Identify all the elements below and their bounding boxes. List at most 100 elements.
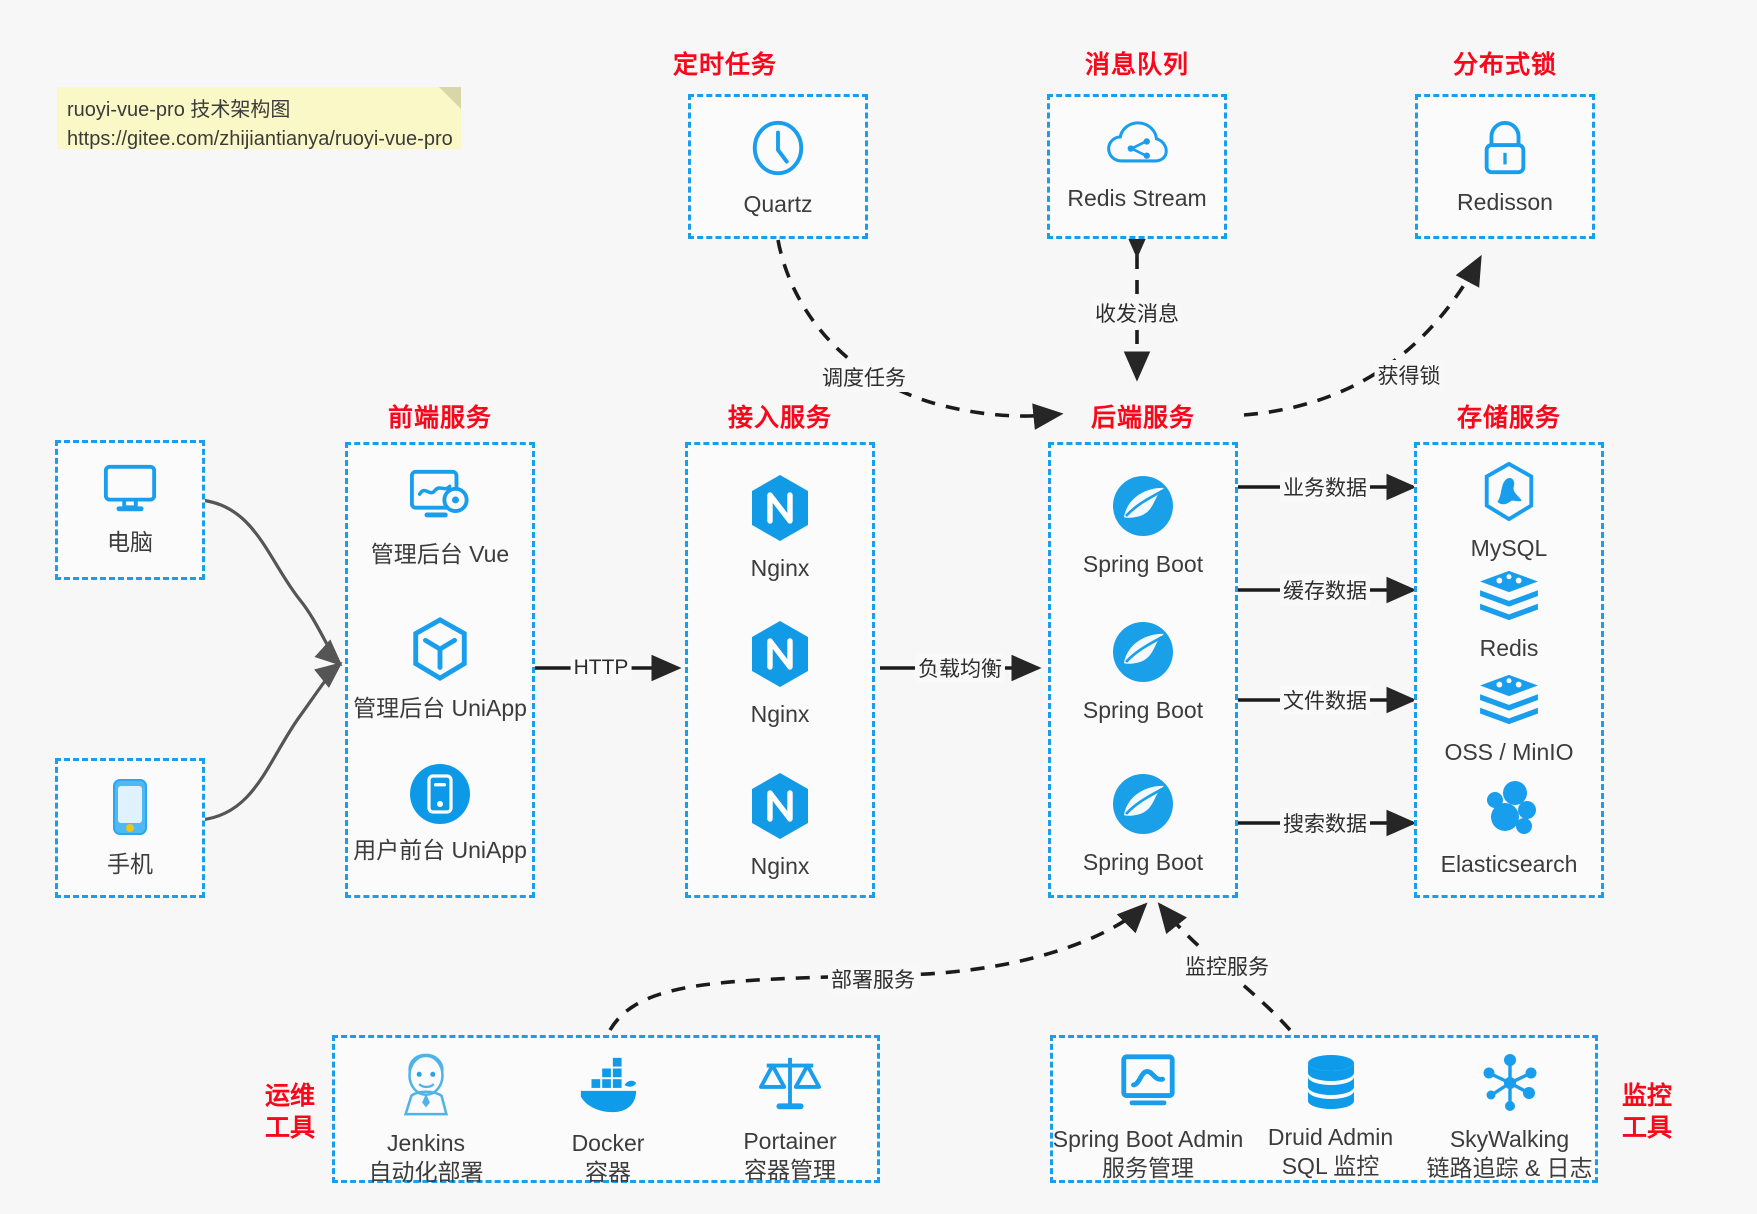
group-box-monitoring: Spring Boot Admin 服务管理 Druid Admin SQL 监… [1050, 1035, 1598, 1183]
node-jenkins[interactable]: Jenkins 自动化部署 [335, 1052, 517, 1187]
group-title-devops: 运维 工具 [255, 1080, 325, 1144]
node-mobile[interactable]: 手机 [58, 777, 202, 879]
node-nginx-2[interactable]: Nginx [688, 619, 872, 729]
node-elasticsearch[interactable]: Elasticsearch [1417, 779, 1601, 879]
node-portainer[interactable]: Portainer 容器管理 [699, 1052, 881, 1185]
node-sublabel: 容器 [585, 1158, 631, 1185]
edge-label-acquire-lock: 获得锁 [1374, 360, 1444, 390]
group-title-gateway: 接入服务 [727, 404, 832, 432]
skywalking-icon [1479, 1052, 1541, 1119]
lock-icon [1477, 119, 1533, 182]
spring-boot-icon [1110, 473, 1176, 544]
monitor-chart-icon [1116, 1052, 1180, 1119]
monitoring-title-line-1: 监控 [1621, 1082, 1672, 1110]
node-skywalking[interactable]: SkyWalking 链路追踪 & 日志 [1418, 1052, 1601, 1183]
elasticsearch-icon [1478, 779, 1540, 844]
node-mysql[interactable]: MySQL [1417, 461, 1601, 563]
note-folded-corner [439, 87, 461, 109]
sticky-note: ruoyi-vue-pro 技术架构图 https://gitee.com/zh… [57, 87, 461, 150]
node-label: Nginx [750, 853, 810, 879]
group-box-scheduler: Quartz [688, 94, 868, 239]
note-line-2: https://gitee.com/zhijiantianya/ruoyi-vu… [67, 128, 453, 150]
node-label: Spring Boot [1082, 697, 1204, 723]
group-box-backend: Spring Boot Spring Boot Spring Boot [1048, 442, 1238, 898]
node-label: 管理后台 UniApp [353, 695, 527, 721]
node-label: OSS / MinIO [1444, 739, 1574, 765]
edge-label-deploy-service: 部署服务 [828, 964, 918, 994]
group-title-backend: 后端服务 [1090, 404, 1195, 432]
edge-mobile-to-frontend [199, 661, 343, 822]
group-title-scheduler: 定时任务 [672, 51, 777, 79]
node-label: 用户前台 UniApp [353, 837, 527, 863]
node-user-uniapp[interactable]: 用户前台 UniApp [348, 763, 532, 865]
spring-boot-icon [1110, 771, 1176, 842]
node-spring-boot-admin[interactable]: Spring Boot Admin 服务管理 [1053, 1052, 1243, 1183]
node-sublabel: 链路追踪 & 日志 [1426, 1154, 1593, 1181]
node-sublabel: 服务管理 [1102, 1154, 1194, 1181]
group-box-mq: Redis Stream [1047, 94, 1227, 239]
edge-label-load-balance: 负载均衡 [915, 653, 1005, 683]
node-redisson[interactable]: Redisson [1418, 119, 1592, 217]
node-label: Quartz [743, 191, 813, 217]
group-box-frontend: 管理后台 Vue 管理后台 UniApp 用户前台 UniApp [345, 442, 535, 898]
edge-label-search-data: 搜索数据 [1280, 808, 1370, 838]
node-label: Elasticsearch [1440, 851, 1578, 877]
group-title-monitoring: 监控 工具 [1612, 1080, 1682, 1144]
group-title-lock: 分布式锁 [1452, 51, 1557, 79]
node-redis-stream[interactable]: Redis Stream [1050, 117, 1224, 213]
redis-icon [1478, 569, 1540, 628]
node-admin-vue[interactable]: 管理后台 Vue [348, 467, 532, 569]
edge-label-monitor-service: 监控服务 [1182, 951, 1272, 981]
group-box-client-pc: 电脑 [55, 440, 205, 580]
node-label: Nginx [750, 555, 810, 581]
node-spring-boot-2[interactable]: Spring Boot [1051, 619, 1235, 725]
node-spring-boot-3[interactable]: Spring Boot [1051, 771, 1235, 877]
group-box-devops: Jenkins 自动化部署 Docker 容器 [332, 1035, 881, 1185]
node-quartz[interactable]: Quartz [691, 117, 865, 219]
monitoring-title-line-2: 工具 [1621, 1114, 1672, 1142]
devops-title-line-2: 工具 [264, 1114, 315, 1142]
node-sublabel: 自动化部署 [368, 1158, 484, 1185]
node-label: Spring Boot [1082, 551, 1204, 577]
nginx-icon [748, 619, 812, 694]
edge-label-biz-data: 业务数据 [1280, 472, 1370, 502]
nginx-icon [748, 771, 812, 846]
devops-title-line-1: 运维 [264, 1082, 315, 1110]
group-box-client-mobile: 手机 [55, 758, 205, 898]
note-line-1: ruoyi-vue-pro 技术架构图 [67, 99, 291, 121]
edge-label-http: HTTP [570, 656, 632, 680]
cloud-stream-icon [1106, 117, 1168, 178]
node-label: Docker [571, 1130, 645, 1156]
group-box-storage: MySQL Redis [1414, 442, 1604, 898]
node-label: Redisson [1457, 189, 1553, 215]
cube-icon [409, 617, 471, 688]
node-label: Nginx [750, 701, 810, 727]
node-nginx-3[interactable]: Nginx [688, 771, 872, 881]
node-label: Redis Stream [1067, 185, 1207, 211]
node-redis[interactable]: Redis [1417, 569, 1601, 663]
group-box-lock: Redisson [1415, 94, 1595, 239]
node-pc[interactable]: 电脑 [58, 461, 202, 557]
node-nginx-1[interactable]: Nginx [688, 473, 872, 583]
node-docker[interactable]: Docker 容器 [517, 1052, 699, 1187]
oss-minio-icon [1478, 673, 1540, 732]
node-label: Redis [1479, 635, 1539, 661]
desktop-icon [99, 461, 161, 522]
node-label: Spring Boot Admin [1052, 1126, 1244, 1152]
scales-icon [759, 1052, 821, 1121]
node-spring-boot-1[interactable]: Spring Boot [1051, 473, 1235, 579]
node-label: Druid Admin [1267, 1124, 1394, 1150]
node-label: 电脑 [107, 529, 153, 555]
mobile-app-icon [409, 763, 471, 830]
edge-label-schedule-task: 调度任务 [819, 362, 909, 392]
node-admin-uniapp[interactable]: 管理后台 UniApp [348, 617, 532, 723]
node-oss-minio[interactable]: OSS / MinIO [1417, 673, 1601, 767]
node-label: SkyWalking [1449, 1126, 1570, 1152]
jenkins-icon [397, 1052, 455, 1123]
phone-icon [107, 777, 153, 844]
edge-label-send-receive-message: 收发消息 [1092, 298, 1182, 328]
node-druid-admin[interactable]: Druid Admin SQL 监控 [1243, 1054, 1418, 1181]
group-box-gateway: Nginx Nginx Nginx [685, 442, 875, 898]
nginx-icon [748, 473, 812, 548]
mysql-icon [1480, 461, 1538, 528]
